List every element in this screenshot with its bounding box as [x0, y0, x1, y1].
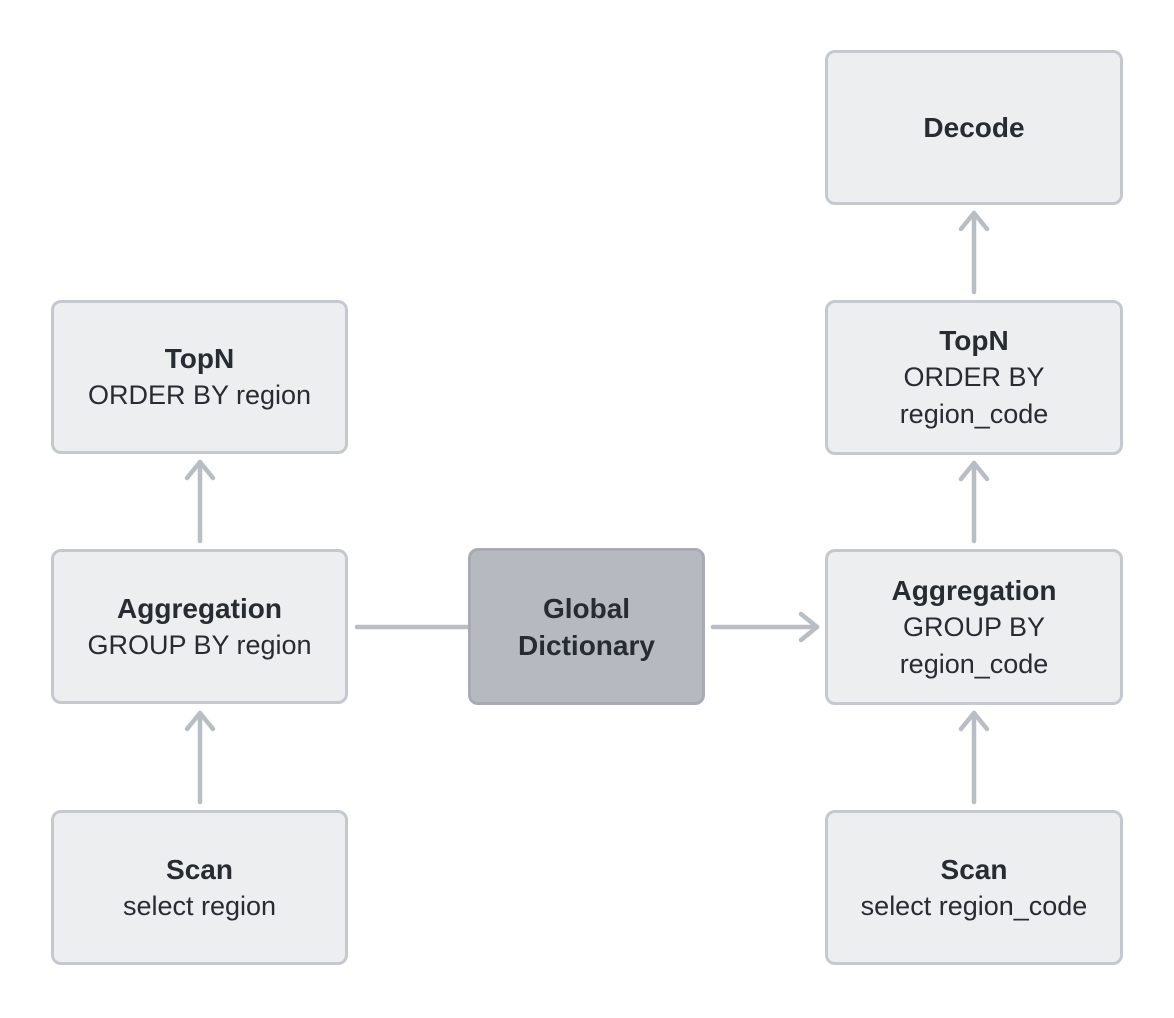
node-title: TopN	[939, 325, 1009, 356]
arrow-scan-to-aggregation-right	[958, 710, 990, 805]
arrow-aggregation-to-topn-right	[958, 460, 990, 544]
node-subtitle: GROUP BY region_code	[899, 611, 1049, 679]
node-subtitle: ORDER BY region_code	[899, 362, 1049, 429]
node-subtitle: GROUP BY region	[87, 629, 312, 660]
node-aggregation-left: Aggregation GROUP BY region	[51, 549, 348, 704]
node-global-dictionary: Global Dictionary	[468, 548, 705, 705]
node-title: Aggregation	[891, 574, 1057, 606]
node-title: TopN	[164, 343, 235, 374]
node-subtitle: ORDER BY region	[87, 380, 312, 410]
node-aggregation-right: Aggregation GROUP BY region_code	[825, 549, 1123, 705]
node-topn-right: TopN ORDER BY region_code	[825, 300, 1123, 455]
node-title: Aggregation	[117, 592, 282, 624]
node-title: Scan	[166, 853, 233, 885]
node-title: Scan	[940, 853, 1008, 885]
node-decode-right: Decode	[825, 50, 1123, 205]
node-scan-left: Scan select region	[51, 810, 348, 965]
node-scan-right: Scan select region_code	[825, 810, 1123, 965]
node-title: Global Dictionary	[518, 592, 655, 661]
node-topn-left: TopN ORDER BY region	[51, 300, 348, 454]
node-title: Decode	[923, 112, 1025, 143]
node-subtitle: select region_code	[860, 890, 1088, 921]
arrow-topn-to-decode-right	[958, 210, 990, 295]
arrow-aggregation-to-topn-left	[184, 459, 216, 544]
node-subtitle: select region	[122, 890, 277, 921]
arrow-dictionary-to-aggregation	[710, 611, 820, 643]
arrow-scan-to-aggregation-left	[184, 710, 216, 805]
